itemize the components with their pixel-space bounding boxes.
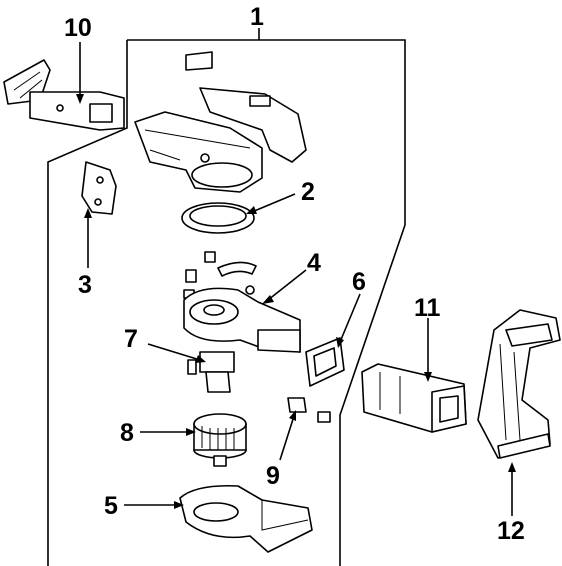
callout-9: 9 — [266, 462, 280, 490]
callout-2: 2 — [301, 178, 315, 206]
seal-ring-shape[interactable] — [181, 202, 255, 234]
callout-7: 7 — [124, 325, 138, 353]
callout-4: 4 — [307, 249, 321, 277]
lower-blower-housing-shape[interactable] — [179, 484, 313, 553]
bracket-shape[interactable] — [81, 161, 117, 215]
resistor-shape[interactable] — [187, 351, 235, 393]
callout-5: 5 — [104, 492, 118, 520]
upper-plenum-shape[interactable] — [134, 51, 307, 193]
air-duct-center-shape[interactable] — [361, 363, 467, 433]
callout-6: 6 — [352, 268, 366, 296]
callout-labels: 1 2 3 4 5 6 7 8 9 10 11 12 — [64, 3, 525, 545]
connector-shape[interactable] — [287, 397, 331, 423]
callout-12: 12 — [497, 517, 525, 545]
air-duct-right-shape[interactable] — [477, 309, 561, 459]
callout-10: 10 — [64, 14, 92, 42]
assembly-outline — [47, 28, 406, 566]
air-duct-left-shape[interactable] — [3, 59, 125, 131]
blower-motor-shape[interactable] — [193, 413, 247, 467]
gasket-shape[interactable] — [305, 337, 345, 387]
callout-8: 8 — [120, 419, 134, 447]
leader-lines — [76, 42, 516, 516]
callout-1: 1 — [250, 3, 264, 31]
callout-3: 3 — [78, 271, 92, 299]
callout-11: 11 — [414, 294, 441, 322]
upper-blower-housing-shape[interactable] — [183, 287, 301, 353]
